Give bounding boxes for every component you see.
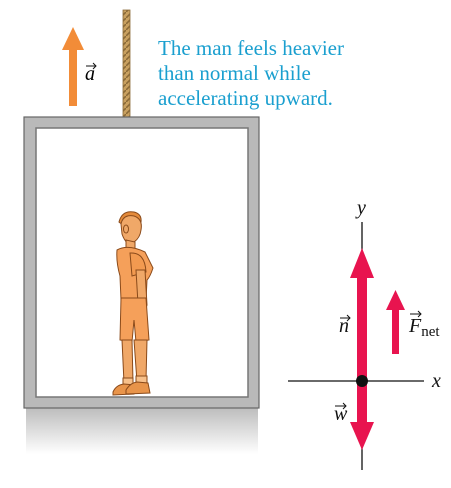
vector-arrow-icon	[86, 62, 97, 70]
origin-point	[356, 375, 368, 387]
y-axis-label: y	[355, 197, 366, 219]
man-standing-icon	[112, 211, 154, 396]
caption-line-1: The man feels heavier	[158, 36, 344, 60]
normal-force-label: n	[339, 314, 351, 337]
caption-line-3: accelerating upward.	[158, 86, 333, 110]
weight-symbol: w	[334, 403, 348, 425]
acceleration-arrow	[62, 27, 84, 106]
floor-shadow	[26, 408, 258, 454]
net-force-symbol: Fnet	[408, 315, 440, 340]
acceleration-symbol: a	[85, 63, 95, 85]
net-force-subscript: net	[421, 324, 440, 340]
normal-force-arrow	[350, 248, 374, 381]
net-force-letter: F	[408, 315, 422, 337]
normal-force-symbol: n	[339, 315, 349, 337]
weight-label: w	[334, 402, 348, 425]
net-force-label: Fnet	[408, 310, 440, 340]
vector-arrow-icon	[340, 314, 351, 322]
caption: The man feels heavier than normal while …	[158, 36, 344, 110]
vector-arrow-icon	[410, 310, 422, 318]
caption-line-2: than normal while	[158, 61, 311, 85]
net-force-arrow	[386, 290, 405, 354]
x-axis-label: x	[431, 370, 441, 392]
vector-arrow-icon	[335, 402, 347, 410]
weight-arrow	[350, 381, 374, 450]
acceleration-label: a	[85, 62, 97, 85]
elevator-cable	[122, 9, 131, 119]
